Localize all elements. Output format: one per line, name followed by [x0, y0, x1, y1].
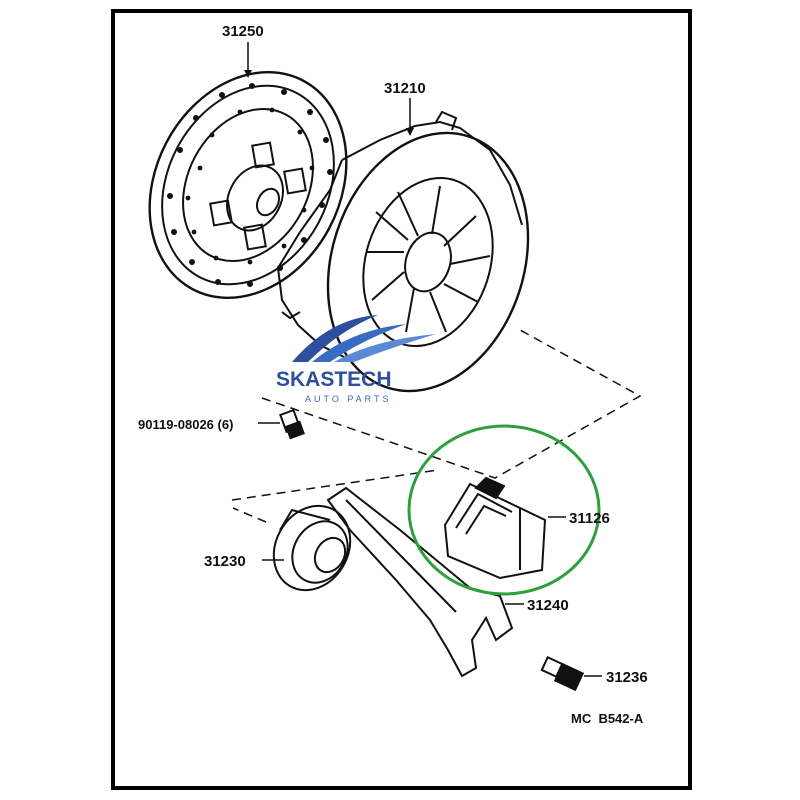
- cover-leader-arrow: [406, 128, 414, 136]
- part-label-31210: 31210: [384, 80, 426, 97]
- part-label-90119: 90119-08026 (6): [138, 417, 233, 432]
- part-label-31240: 31240: [527, 597, 569, 614]
- frame: [111, 9, 692, 790]
- disc-leader-arrow: [244, 70, 252, 78]
- reference-code: MC B542-A: [571, 711, 644, 726]
- part-label-31236: 31236: [606, 669, 648, 686]
- watermark-logo: SKASTECH AUTO PARTS: [276, 315, 436, 404]
- part-label-31126: 31126: [569, 510, 610, 527]
- part-label-31230: 31230: [204, 553, 246, 570]
- watermark-tagline: AUTO PARTS: [305, 394, 392, 404]
- clutch-disc: [148, 71, 348, 299]
- disc-rivets: [167, 83, 333, 287]
- bolt: [279, 408, 305, 440]
- release-bearing: [272, 504, 352, 592]
- release-fork: [326, 486, 514, 678]
- boot: [443, 476, 547, 580]
- assembly-lines: [231, 329, 642, 523]
- watermark-brand: SKASTECH: [276, 368, 392, 391]
- part-label-31250: 31250: [222, 23, 264, 40]
- pivot: [540, 655, 585, 692]
- highlight-circle: [407, 424, 601, 596]
- clutch-cover: [276, 110, 530, 393]
